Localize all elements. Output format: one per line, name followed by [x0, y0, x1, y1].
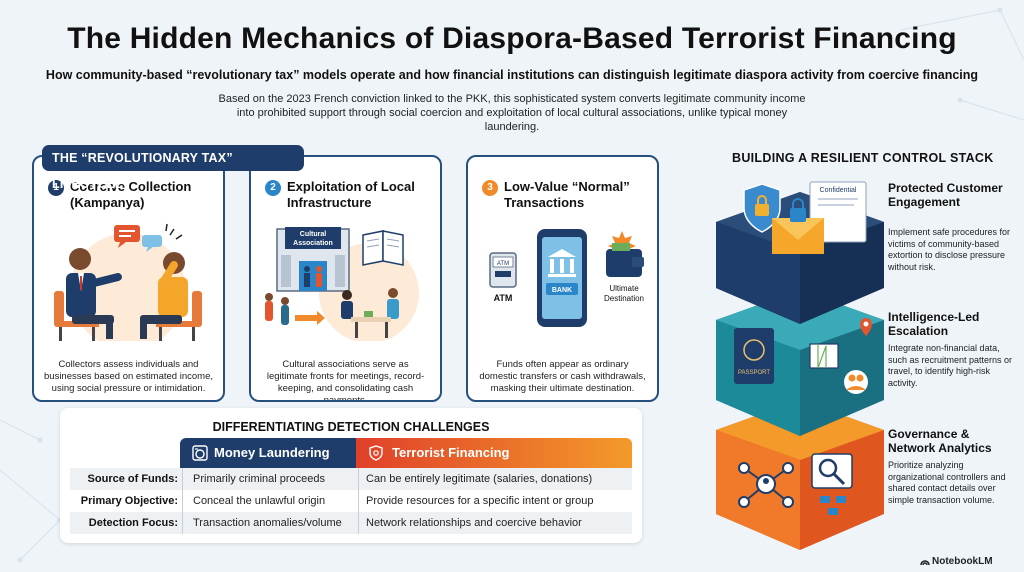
control-stack-title: BUILDING A RESILIENT CONTROL STACK [732, 151, 994, 165]
cell-terrorist-financing: Can be entirely legitimate (salaries, do… [366, 473, 593, 485]
cell-terrorist-financing: Network relationships and coercive behav… [366, 517, 582, 529]
destination-label-line-1: Ultimate [609, 284, 639, 293]
confidential-label: Confidential [820, 187, 857, 194]
column-header-label: Money Laundering [214, 445, 330, 460]
divider [358, 490, 359, 512]
divider [358, 512, 359, 534]
divider [182, 512, 183, 534]
table-row: Primary Objective: Conceal the unlawful … [70, 490, 632, 512]
destination-label-line-2: Destination [604, 294, 644, 303]
shield-alert-icon [369, 445, 383, 461]
row-label: Source of Funds: [87, 473, 178, 485]
card-description: Cultural associations serve as legitimat… [266, 359, 425, 402]
page-title: The Hidden Mechanics of Diaspora-Based T… [67, 22, 957, 55]
association-sign-line-1: Cultural [300, 231, 327, 238]
control-layer-description: Integrate non-financial data, such as re… [888, 343, 1013, 388]
coercion-conversation-illustration [54, 223, 202, 341]
step-number-badge: 3 [482, 180, 498, 196]
lifecycle-card-local-infrastructure: 2 Exploitation of Local Infrastructure C… [249, 155, 442, 402]
divider [182, 468, 183, 490]
control-layer-title: Intelligence-Led Escalation [888, 310, 980, 338]
control-layer-title: Governance & Network Analytics [888, 427, 992, 455]
brand-label: NotebookLM [932, 556, 993, 567]
step-number-badge: 1 [48, 180, 64, 196]
card-title: Exploitation of Local Infrastructure [287, 179, 415, 210]
bank-label: BANK [552, 287, 572, 294]
washing-machine-icon [192, 445, 208, 461]
cell-money-laundering: Transaction anomalies/volume [193, 517, 342, 529]
page-subtitle: How community-based “revolutionary tax” … [45, 68, 979, 82]
lifecycle-card-normal-transactions: 3 Low-Value “Normal” Transactions ATM AT… [466, 155, 659, 402]
association-sign-line-2: Association [293, 240, 333, 247]
notebooklm-logo-icon [920, 560, 930, 566]
cell-terrorist-financing: Provide resources for a specific intent … [366, 495, 594, 507]
divider [182, 490, 183, 512]
cell-money-laundering: Primarily criminal proceeds [193, 473, 326, 485]
wallet-icon [606, 249, 642, 277]
cultural-association-meeting-illustration: Cultural Association [265, 227, 419, 341]
row-label: Detection Focus: [88, 517, 178, 529]
intro-text: Based on the 2023 French conviction link… [218, 93, 806, 133]
step-number-badge: 2 [265, 180, 281, 196]
atm-screen-label: ATM [497, 261, 509, 267]
control-layer-title: Protected Customer Engagement [888, 181, 1003, 209]
table-row: Source of Funds: Primarily criminal proc… [70, 468, 632, 490]
control-layer-description: Implement safe procedures for victims of… [888, 227, 1011, 272]
stack-layer-protected-engagement: Confidential [716, 181, 884, 324]
passport-label: PASSPORT [738, 370, 770, 376]
atm-label: ATM [494, 293, 513, 303]
control-stack-illustration: PASSPORT Confidential [716, 181, 884, 550]
card-description: Funds often appear as ordinary domestic … [479, 359, 646, 394]
table-row: Detection Focus: Transaction anomalies/v… [70, 512, 632, 534]
lifecycle-card-coercive-collection: 1 Coercive Collection (Kampanya) Collect… [32, 155, 225, 402]
column-header-label: Terrorist Financing [392, 445, 510, 460]
passport-icon [734, 328, 774, 384]
control-layer-description: Prioritize analyzing organizational cont… [888, 460, 1006, 505]
detection-table-title: DIFFERENTIATING DETECTION CHALLENGES [212, 420, 490, 434]
column-header-money-laundering: Money Laundering [180, 438, 356, 468]
card-title: Low-Value “Normal” Transactions [504, 179, 630, 210]
card-description: Collectors assess individuals and busine… [44, 359, 213, 394]
divider [358, 468, 359, 490]
row-label: Primary Objective: [80, 495, 178, 507]
transaction-channels-illustration: ATM ATM BANK Ultimate Destination [489, 229, 644, 327]
cell-money-laundering: Conceal the unlawful origin [193, 495, 326, 507]
card-title: Coercive Collection (Kampanya) [70, 179, 192, 210]
lifecycle-heading: THE “REVOLUTIONARY TAX” LIFECYCLE [42, 145, 304, 191]
detection-challenges-table: DIFFERENTIATING DETECTION CHALLENGES Mon… [60, 408, 642, 543]
column-header-terrorist-financing: Terrorist Financing [356, 438, 632, 468]
